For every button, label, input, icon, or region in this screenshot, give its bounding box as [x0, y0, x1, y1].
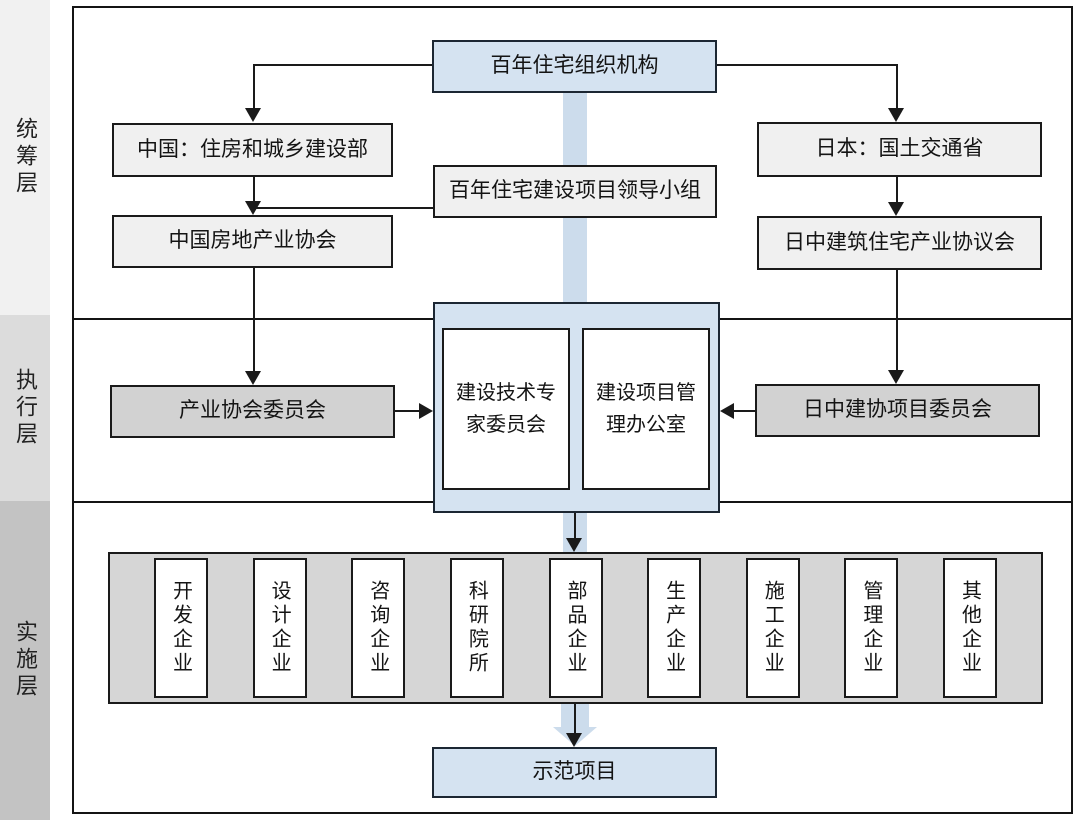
leading-group-label: 百年住宅建设项目领导小组	[449, 179, 701, 203]
enterprise-label: 部品企业	[564, 580, 586, 676]
connector-line	[253, 64, 255, 110]
layer-band-execution: 执行层	[0, 315, 50, 501]
layer-label-implementation: 实施层	[13, 620, 38, 701]
japan-council-label: 日中建筑住宅产业协议会	[784, 230, 1015, 254]
enterprise-label: 施工企业	[761, 580, 784, 676]
enterprise-label: 生产企业	[662, 580, 685, 676]
connector-line	[253, 177, 255, 203]
china-ministry-label: 中国：住房和城乡建设部	[137, 137, 368, 161]
enterprise-label: 开发企业	[169, 580, 192, 676]
enterprise-box-other: 其他企业	[943, 558, 997, 698]
arrowhead-right	[419, 403, 433, 419]
org-root-box: 百年住宅组织机构	[432, 40, 717, 93]
japan-council-box: 日中建筑住宅产业协议会	[757, 216, 1042, 270]
org-root-label: 百年住宅组织机构	[490, 54, 659, 78]
expert-committee-label: 建设技术专家委员会	[456, 382, 556, 436]
connector-line	[896, 270, 898, 372]
enterprise-label: 科研院所	[465, 580, 488, 676]
japan-ministry-label: 日本：国土交通省	[815, 137, 984, 161]
industry-committee-label: 产业协会委员会	[179, 399, 326, 423]
japan-committee-label: 日中建协项目委员会	[803, 398, 992, 422]
japan-committee-box: 日中建协项目委员会	[755, 384, 1040, 437]
japan-ministry-box: 日本：国土交通省	[757, 122, 1042, 177]
enterprise-box-design: 设计企业	[252, 558, 307, 698]
enterprise-label: 设计企业	[268, 580, 291, 676]
connector-line	[717, 64, 898, 66]
connector-line	[734, 410, 755, 412]
implementation-band: 开发企业 设计企业 咨询企业 科研院所 部品企业 生产企业 施工企业 管理企业 …	[108, 552, 1043, 704]
enterprise-label: 咨询企业	[366, 580, 389, 676]
connector-line	[896, 177, 898, 204]
arrowhead-down	[888, 202, 904, 216]
layer-label-coordination: 统筹层	[13, 117, 38, 198]
arrowhead-down	[888, 370, 904, 384]
industry-committee-box: 产业协会委员会	[110, 385, 395, 438]
china-association-box: 中国房地产业协会	[112, 215, 393, 268]
demo-project-box: 示范项目	[432, 747, 717, 798]
layer-band-implementation: 实施层	[0, 501, 50, 820]
connector-line	[574, 704, 576, 734]
enterprise-label: 其他企业	[958, 580, 981, 676]
layer-label-execution: 执行层	[13, 367, 38, 449]
arrowhead-down	[245, 371, 261, 385]
enterprise-box-consulting: 咨询企业	[351, 558, 406, 698]
enterprise-box-production: 生产企业	[647, 558, 702, 698]
layer-band-coordination: 统筹层	[0, 0, 50, 315]
enterprise-box-components: 部品企业	[548, 558, 603, 698]
enterprise-box-management: 管理企业	[844, 558, 899, 698]
expert-committee-box: 建设技术专家委员会	[442, 328, 570, 490]
enterprise-box-development: 开发企业	[154, 558, 208, 698]
connector-line	[254, 64, 432, 66]
connector-line	[395, 410, 421, 412]
execution-center-container: 建设技术专家委员会 建设项目管理办公室	[433, 302, 720, 513]
arrowhead-down	[245, 201, 261, 215]
arrowhead-left	[720, 403, 734, 419]
connector-line	[574, 513, 576, 540]
connector-line	[253, 268, 255, 373]
enterprise-label: 管理企业	[859, 580, 882, 676]
arrowhead-down	[566, 538, 582, 552]
arrowhead-down	[888, 108, 904, 122]
connector-line	[254, 207, 433, 209]
demo-project-label: 示范项目	[532, 760, 617, 784]
leading-group-box: 百年住宅建设项目领导小组	[433, 165, 717, 218]
enterprise-box-construction: 施工企业	[745, 558, 800, 698]
china-association-label: 中国房地产业协会	[168, 229, 337, 253]
management-office-box: 建设项目管理办公室	[582, 328, 710, 490]
arrowhead-down	[566, 733, 582, 747]
enterprise-box-research: 科研院所	[449, 558, 504, 698]
connector-line	[896, 64, 898, 110]
management-office-label: 建设项目管理办公室	[596, 382, 696, 436]
china-ministry-box: 中国：住房和城乡建设部	[112, 123, 393, 177]
arrowhead-down	[245, 108, 261, 122]
